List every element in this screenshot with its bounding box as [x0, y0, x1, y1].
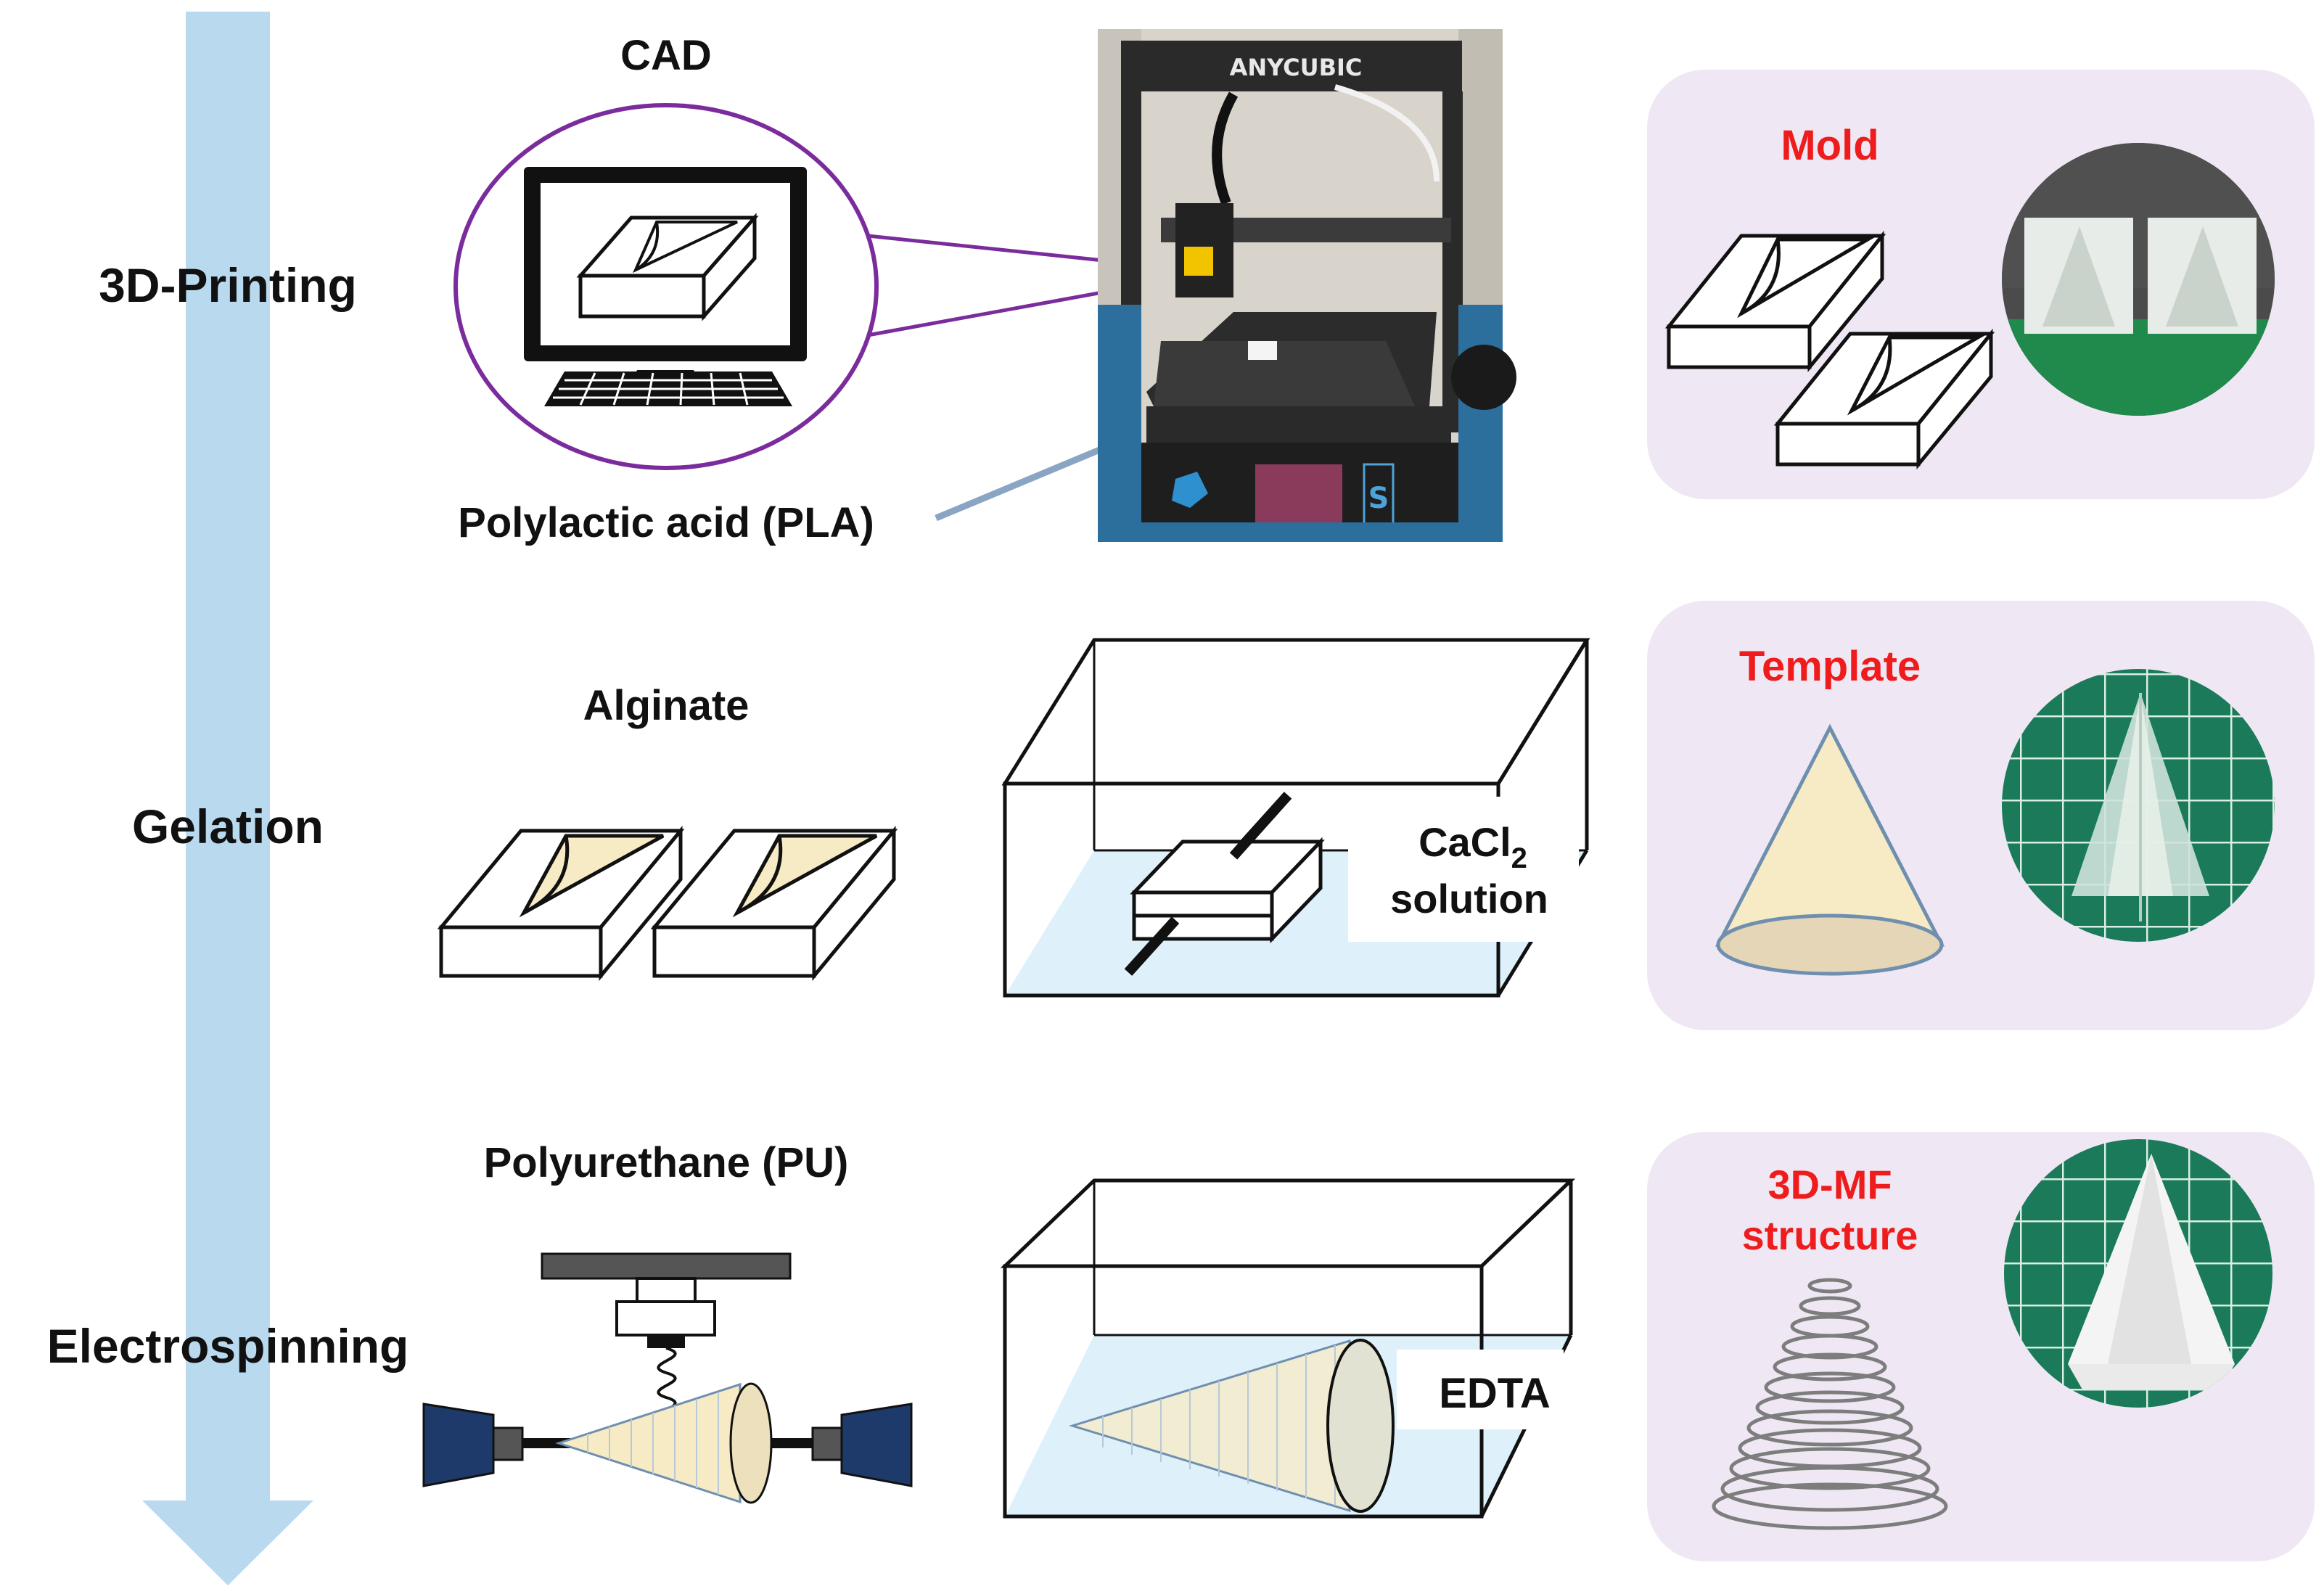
mf-label-line2: structure	[1742, 1212, 1918, 1258]
printer-photo: ANYCUBIC S	[1098, 29, 1516, 542]
mold-label: Mold	[1781, 122, 1879, 169]
mf-structure-photo	[2004, 1139, 2272, 1408]
cacl2-label-subscript: 2	[1511, 842, 1527, 874]
fiber-spiral-cone	[1712, 1278, 1948, 1530]
alginate-label: Alginate	[583, 682, 750, 729]
edta-label: EDTA	[1439, 1370, 1551, 1417]
printer-brand: ANYCUBIC	[1230, 54, 1363, 81]
cad-label: CAD	[620, 32, 712, 79]
electrospinning-setup	[422, 1252, 913, 1504]
template-label: Template	[1739, 643, 1921, 690]
mf-label-line1: 3D-MF	[1767, 1162, 1892, 1207]
stage-label-gelation: Gelation	[132, 800, 324, 853]
pu-label: Polyurethane (PU)	[484, 1139, 849, 1186]
alginate-molds	[437, 826, 898, 981]
template-photo	[2002, 669, 2275, 942]
edta-bath	[1000, 1178, 1576, 1519]
stage-label-electrospinning: Electrospinning	[47, 1319, 409, 1373]
stage-label-3d-printing: 3D-Printing	[99, 258, 357, 312]
pla-label: Polylactic acid (PLA)	[458, 499, 874, 546]
solution-label: solution	[1390, 876, 1548, 921]
cacl2-label-main: CaCl	[1418, 819, 1511, 865]
template-cone-icon	[1715, 723, 1945, 976]
process-arrow	[142, 12, 313, 1585]
cacl2-bath	[1001, 638, 1590, 998]
printer-panel-mark: S	[1368, 482, 1389, 515]
cacl2-label: CaCl2	[1418, 819, 1527, 874]
mold-drawing	[1664, 230, 1995, 469]
cad-computer-icon	[453, 103, 1194, 470]
